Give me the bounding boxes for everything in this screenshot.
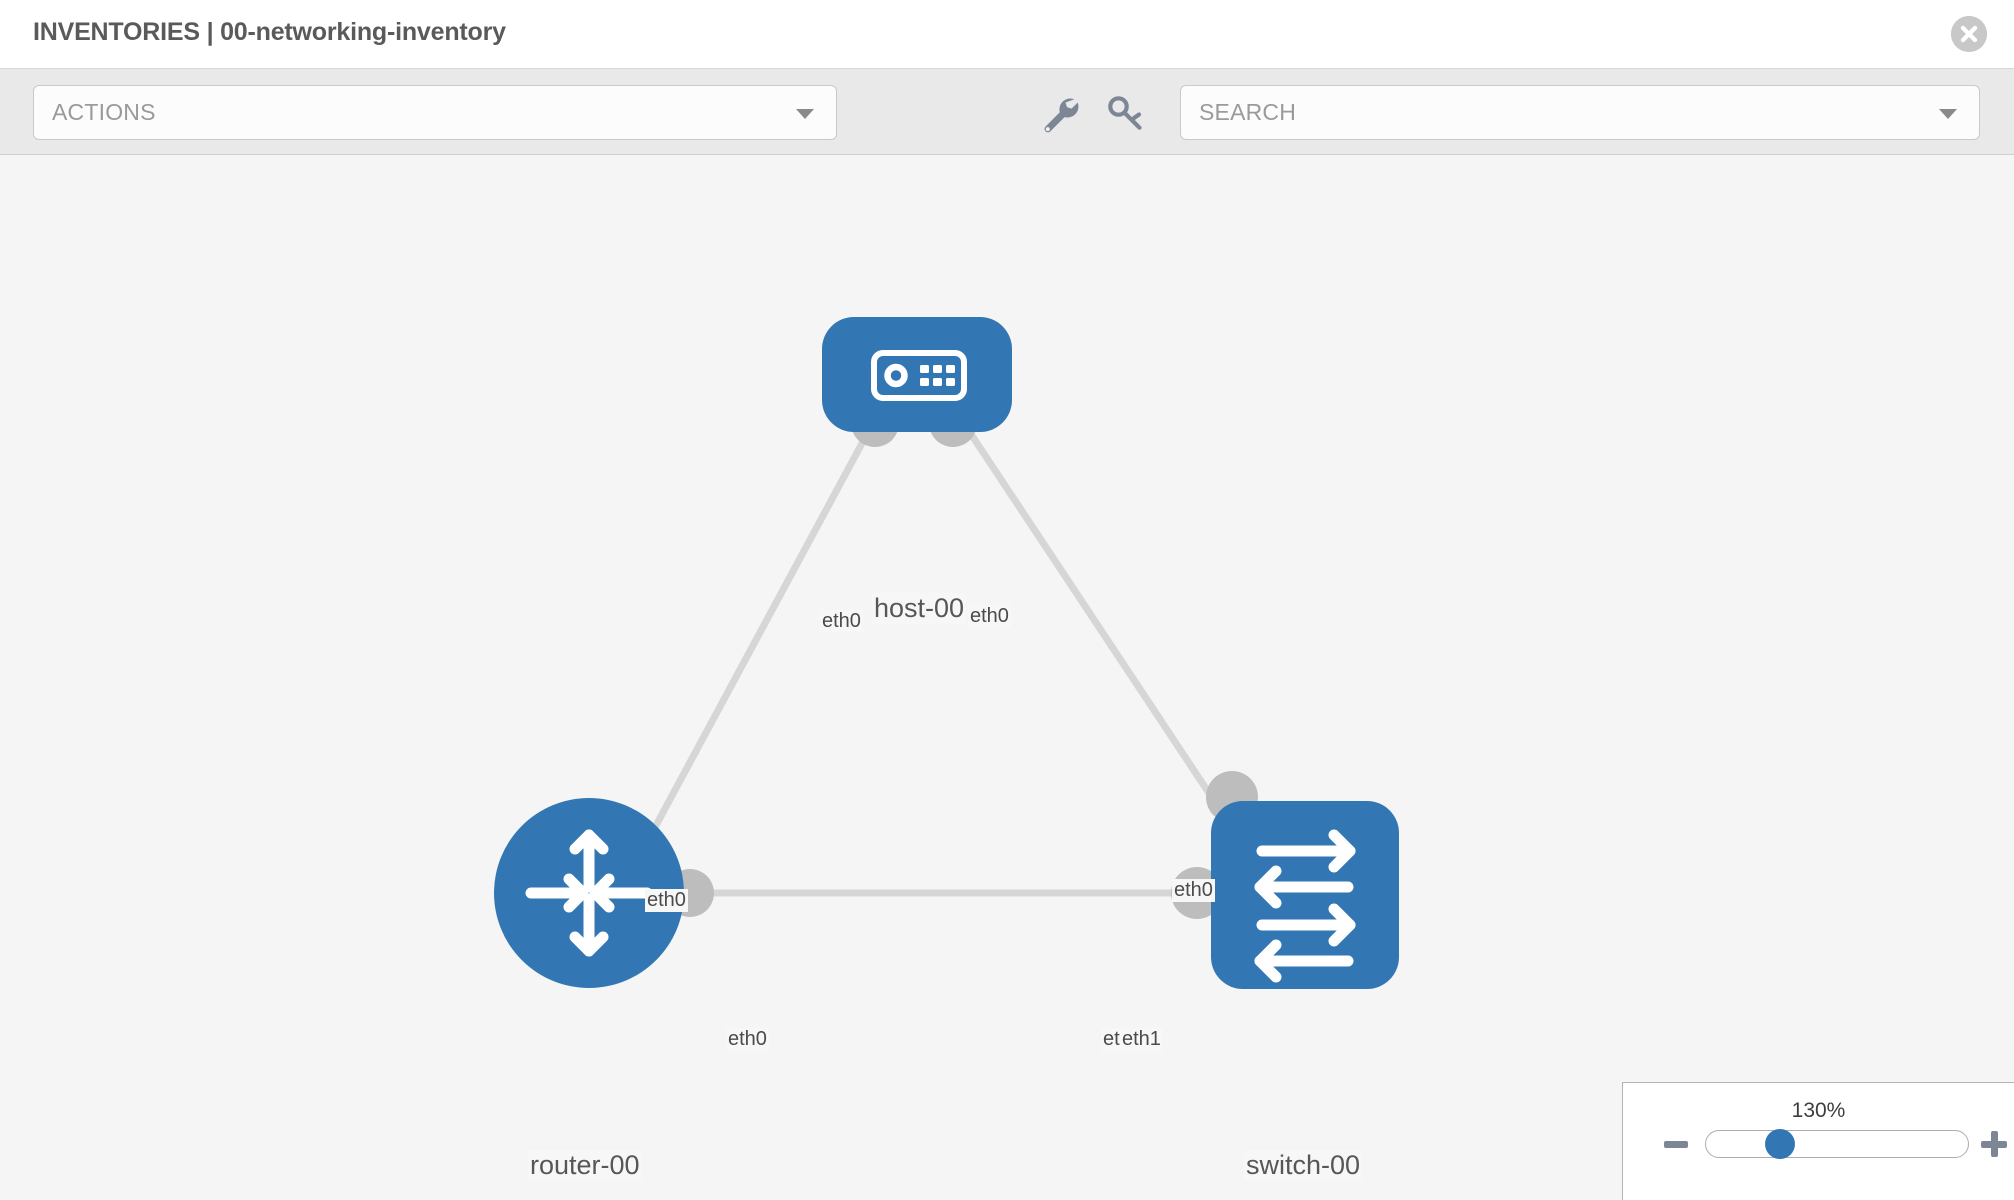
zoom-slider-thumb[interactable]: [1765, 1129, 1795, 1159]
iface-label-router00-uplink: eth0: [645, 889, 688, 912]
server-icon: [871, 350, 967, 401]
iface-label-host00-right: eth0: [968, 605, 1011, 628]
zoom-slider-track[interactable]: [1705, 1130, 1969, 1158]
key-icon[interactable]: [1104, 93, 1146, 133]
link-host00-switch00: [952, 408, 1253, 857]
wrench-icon[interactable]: [1038, 93, 1080, 133]
iface-label-switch00-eth1: eth1: [1120, 1028, 1163, 1051]
iface-label-switch00-uplink: eth0: [1172, 879, 1215, 902]
topology-graph: [494, 317, 1399, 989]
zoom-control-panel: 130%: [1622, 1082, 2014, 1200]
page-title: INVENTORIES | 00-networking-inventory: [33, 18, 506, 46]
chevron-down-icon[interactable]: [1939, 108, 1957, 119]
switch-icon: [1254, 829, 1356, 983]
chevron-down-icon: [796, 108, 814, 119]
minus-icon[interactable]: [1664, 1141, 1688, 1148]
node-switch-00: [1211, 801, 1399, 989]
actions-dropdown-label: ACTIONS: [52, 99, 156, 125]
actions-dropdown[interactable]: ACTIONS: [33, 85, 837, 140]
close-icon[interactable]: [1951, 16, 1987, 52]
node-label-router-00: router-00: [528, 1150, 642, 1181]
node-router-00: [494, 798, 684, 988]
topology-sockets: [666, 399, 1258, 919]
search-input[interactable]: SEARCH: [1180, 85, 1980, 140]
router-icon: [525, 829, 653, 957]
node-label-host-00: host-00: [872, 593, 967, 624]
zoom-percent-label: 130%: [1791, 1099, 1846, 1122]
titlebar: INVENTORIES | 00-networking-inventory: [0, 0, 2014, 69]
link-host00-router00: [636, 408, 884, 857]
plus-icon[interactable]: [1981, 1131, 2007, 1157]
iface-label-router00-eth0: eth0: [726, 1028, 769, 1051]
iface-label-host00-left: eth0: [820, 610, 863, 633]
search-placeholder: SEARCH: [1199, 99, 1297, 125]
topology-canvas[interactable]: host-00 router-00 switch-00 eth0 eth0 et…: [0, 155, 2014, 1200]
node-host-00: [822, 317, 1012, 432]
node-label-switch-00: switch-00: [1244, 1150, 1363, 1181]
topology-links: [636, 408, 1253, 897]
toolbar: ACTIONS SEARCH: [0, 69, 2014, 155]
